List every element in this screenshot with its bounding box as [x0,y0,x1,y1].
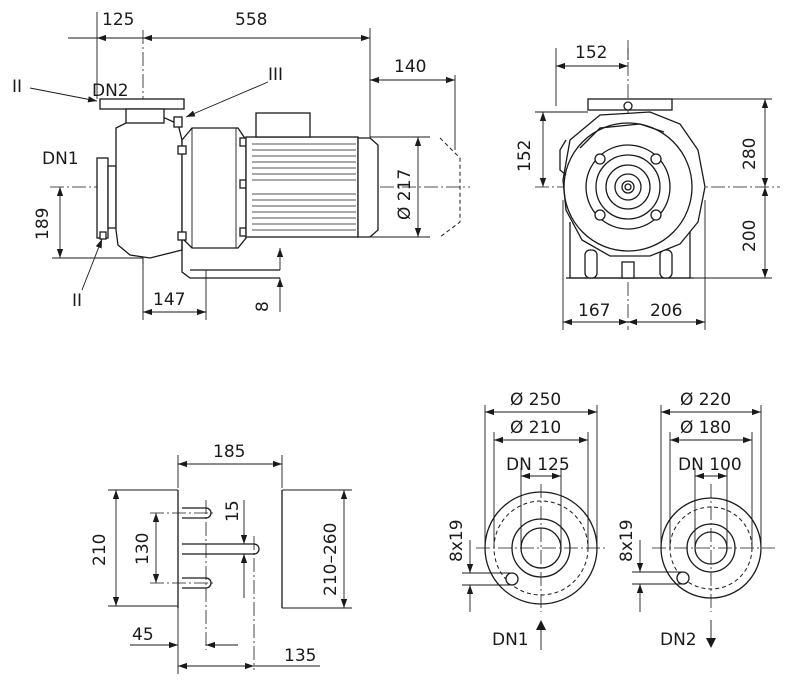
front-view [535,40,780,330]
dim-210-260: 210–260 [321,523,341,596]
label-ii-bottom: II [72,291,82,311]
label-iii: III [268,65,283,85]
dim-125: 125 [102,10,134,30]
flange-dn1 [476,484,606,612]
dn1-dia-250: Ø 250 [510,390,561,410]
dim-8: 8 [253,301,273,312]
dim-147: 147 [153,290,185,310]
dn2-dia-180: Ø 180 [680,418,731,438]
label-dn2-side: DN2 [92,81,129,101]
dim-135: 135 [284,646,316,666]
dim-45: 45 [132,625,154,645]
motor-cooling-fins [252,143,356,231]
dn2-label: DN2 [660,630,697,650]
arrow-up-icon [536,620,546,650]
front-view-dimensions [535,48,772,330]
dim-152-top: 152 [575,43,607,63]
label-dn1-side: DN1 [42,149,79,169]
dim-15: 15 [223,500,243,522]
flange-dn1-dimensions [462,405,598,612]
dim-210: 210 [90,534,110,566]
dn1-label: DN1 [492,630,529,650]
dim-130: 130 [133,533,153,565]
flange-dn2-dimensions [632,405,762,612]
dim-189: 189 [33,208,53,240]
arrow-down-icon [706,620,716,648]
side-view [50,30,470,279]
dn1-size: DN 125 [506,455,570,475]
foot-detail [150,490,283,670]
foot-detail-dimensions [108,455,352,674]
dn2-size: DN 100 [678,455,742,475]
dim-280: 280 [740,138,760,170]
side-view-dimensions [29,12,456,320]
dim-140: 140 [394,57,426,77]
dn2-holes: 8x19 [617,519,637,562]
dim-206: 206 [650,301,682,321]
dim-558: 558 [235,10,267,30]
dn1-dia-210: Ø 210 [510,418,561,438]
dim-200: 200 [740,220,760,252]
dim-217: Ø 217 [395,169,415,220]
dn2-dia-220: Ø 220 [680,390,731,410]
dim-185: 185 [213,442,245,462]
label-ii-top: II [12,77,22,97]
dim-152-side: 152 [515,140,535,172]
dim-167: 167 [578,301,610,321]
dn1-holes: 8x19 [447,519,467,562]
